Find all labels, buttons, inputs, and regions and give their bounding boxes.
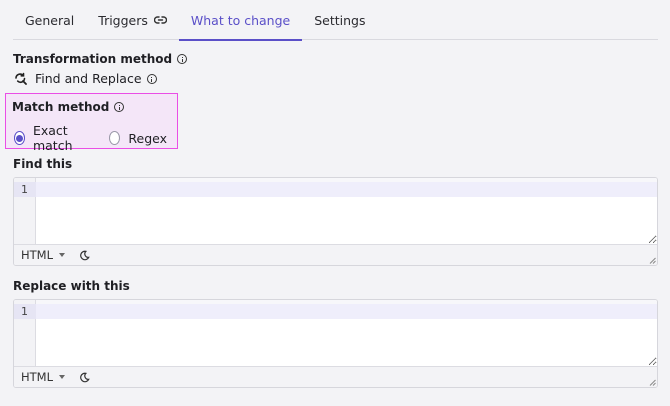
language-label: HTML xyxy=(21,248,54,262)
find-this-heading: Find this xyxy=(13,157,72,171)
language-select[interactable]: HTML xyxy=(21,248,66,262)
heading-text: Match method xyxy=(12,100,110,114)
moon-icon[interactable] xyxy=(79,372,90,383)
editor-footer: HTML xyxy=(14,366,657,387)
match-method-group: Match method Exact match Regex xyxy=(5,93,178,153)
line-number: 1 xyxy=(14,304,36,319)
tab-bar: General Triggers What to change Settings xyxy=(13,0,658,41)
moon-icon[interactable] xyxy=(79,250,90,261)
tab-label: Settings xyxy=(314,12,366,28)
language-label: HTML xyxy=(21,370,54,384)
regex-radio[interactable] xyxy=(109,131,121,145)
exact-match-label[interactable]: Exact match xyxy=(32,123,73,153)
replace-input[interactable] xyxy=(36,300,657,366)
heading-text: Transformation method xyxy=(13,52,173,66)
tab-settings[interactable]: Settings xyxy=(302,0,377,40)
tab-label: General xyxy=(25,12,75,28)
replace-code-editor[interactable]: 1 HTML xyxy=(13,299,658,388)
find-input[interactable] xyxy=(36,178,657,244)
transformation-method-heading: Transformation method xyxy=(13,52,188,66)
tab-label: What to change xyxy=(190,12,291,28)
resize-handle-icon[interactable] xyxy=(649,379,656,386)
resize-handle-icon[interactable] xyxy=(649,257,656,264)
caret-down-icon xyxy=(59,375,66,379)
exact-match-radio[interactable] xyxy=(14,131,25,145)
heading-text: Find this xyxy=(13,157,73,171)
replace-with-this-heading: Replace with this xyxy=(13,279,130,293)
link-icon xyxy=(153,16,167,24)
tab-what-to-change[interactable]: What to change xyxy=(178,0,303,41)
caret-down-icon xyxy=(59,253,66,257)
language-select[interactable]: HTML xyxy=(21,370,66,384)
find-replace-icon xyxy=(15,72,27,85)
tab-label: Triggers xyxy=(98,12,148,28)
editor-footer: HTML xyxy=(14,244,657,265)
transformation-method-value: Find and Replace xyxy=(14,71,157,86)
match-method-heading: Match method xyxy=(12,100,125,114)
info-icon[interactable] xyxy=(177,54,188,64)
method-label: Find and Replace xyxy=(35,71,142,86)
tab-triggers[interactable]: Triggers xyxy=(86,0,179,40)
info-icon[interactable] xyxy=(114,102,125,112)
regex-label[interactable]: Regex xyxy=(128,130,168,146)
find-code-editor[interactable]: 1 HTML xyxy=(13,177,658,266)
line-number: 1 xyxy=(14,182,36,197)
tab-general[interactable]: General xyxy=(13,0,86,40)
heading-text: Replace with this xyxy=(13,279,130,293)
info-icon[interactable] xyxy=(146,73,157,84)
